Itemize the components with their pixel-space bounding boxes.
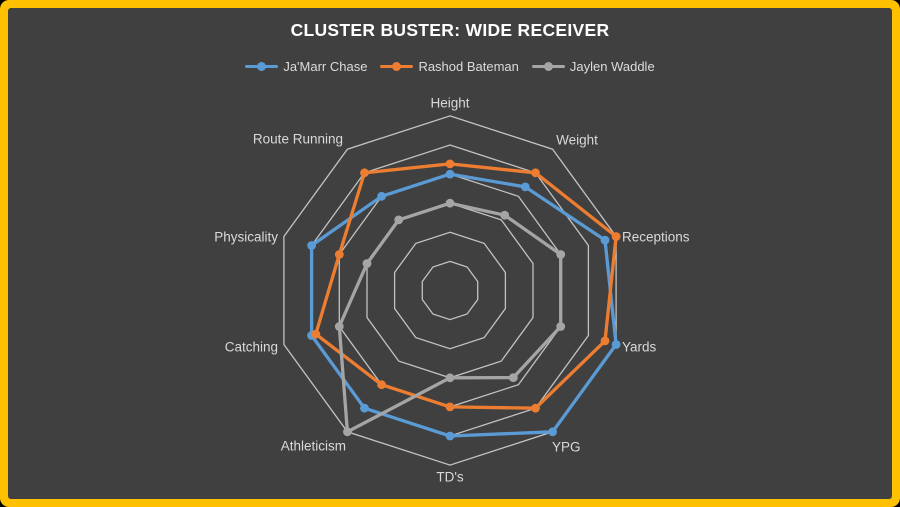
legend-item-ja-marr-chase: Ja'Marr Chase: [245, 59, 367, 74]
data-point-rashod-bateman-height: [445, 159, 455, 169]
data-point-ja-marr-chase-td-s: [445, 431, 455, 441]
series-marker-icon: [380, 62, 414, 71]
data-point-jaylen-waddle-receptions: [556, 250, 566, 259]
axis-label-catching: Catching: [224, 339, 278, 355]
data-point-jaylen-waddle-weight: [500, 210, 510, 220]
data-point-rashod-bateman-physicality: [334, 250, 344, 259]
data-point-rashod-bateman-receptions: [611, 232, 621, 241]
data-point-ja-marr-chase-ypg: [548, 427, 557, 437]
chart-legend: Ja'Marr Chase Rashod Bateman Jaylen Waddle: [0, 59, 900, 74]
data-point-rashod-bateman-weight: [531, 168, 540, 178]
data-point-jaylen-waddle-ypg: [508, 373, 518, 382]
axis-label-physicality: Physicality: [214, 229, 278, 245]
legend-label: Jaylen Waddle: [569, 59, 655, 74]
data-point-rashod-bateman-ypg: [531, 403, 540, 413]
legend-label: Ja'Marr Chase: [283, 59, 368, 74]
data-point-jaylen-waddle-yards: [556, 322, 566, 331]
data-point-ja-marr-chase-athleticism: [360, 403, 369, 413]
series-marker-icon: [531, 62, 565, 71]
axis-label-route-running: Route Running: [252, 131, 343, 147]
data-point-ja-marr-chase-yards: [611, 340, 621, 349]
axis-label-height: Height: [430, 95, 470, 111]
series-marker-icon: [245, 62, 279, 71]
data-point-jaylen-waddle-physicality: [362, 259, 372, 268]
legend-item-jaylen-waddle: Jaylen Waddle: [531, 59, 655, 74]
data-point-rashod-bateman-catching: [311, 329, 321, 339]
data-point-rashod-bateman-route-running: [360, 168, 369, 178]
data-point-jaylen-waddle-td-s: [445, 373, 455, 383]
axis-label-athleticism: Athleticism: [280, 438, 346, 454]
legend-item-rashod-bateman: Rashod Bateman: [380, 59, 519, 74]
data-point-rashod-bateman-athleticism: [377, 380, 386, 390]
data-point-jaylen-waddle-catching: [334, 322, 344, 331]
data-point-ja-marr-chase-weight: [520, 182, 530, 192]
grid-ring: [421, 260, 479, 321]
grid-ring: [393, 231, 507, 350]
legend-label: Rashod Bateman: [418, 59, 519, 74]
data-point-jaylen-waddle-height: [445, 198, 455, 208]
data-point-jaylen-waddle-athleticism: [343, 427, 352, 437]
data-point-ja-marr-chase-route-running: [377, 191, 386, 201]
axis-label-td-s: TD's: [436, 469, 464, 485]
axis-label-yards: Yards: [622, 339, 657, 355]
data-point-rashod-bateman-td-s: [445, 402, 455, 412]
axis-label-receptions: Receptions: [622, 229, 690, 245]
data-point-ja-marr-chase-height: [445, 169, 455, 179]
grid-ring: [283, 115, 617, 466]
axis-label-weight: Weight: [556, 132, 598, 148]
axis-label-ypg: YPG: [552, 439, 581, 455]
data-point-rashod-bateman-yards: [600, 336, 610, 346]
chart-title: CLUSTER BUSTER: WIDE RECEIVER: [290, 20, 610, 40]
data-point-ja-marr-chase-physicality: [307, 241, 316, 250]
data-point-ja-marr-chase-receptions: [600, 235, 610, 245]
data-point-jaylen-waddle-route-running: [394, 215, 404, 225]
